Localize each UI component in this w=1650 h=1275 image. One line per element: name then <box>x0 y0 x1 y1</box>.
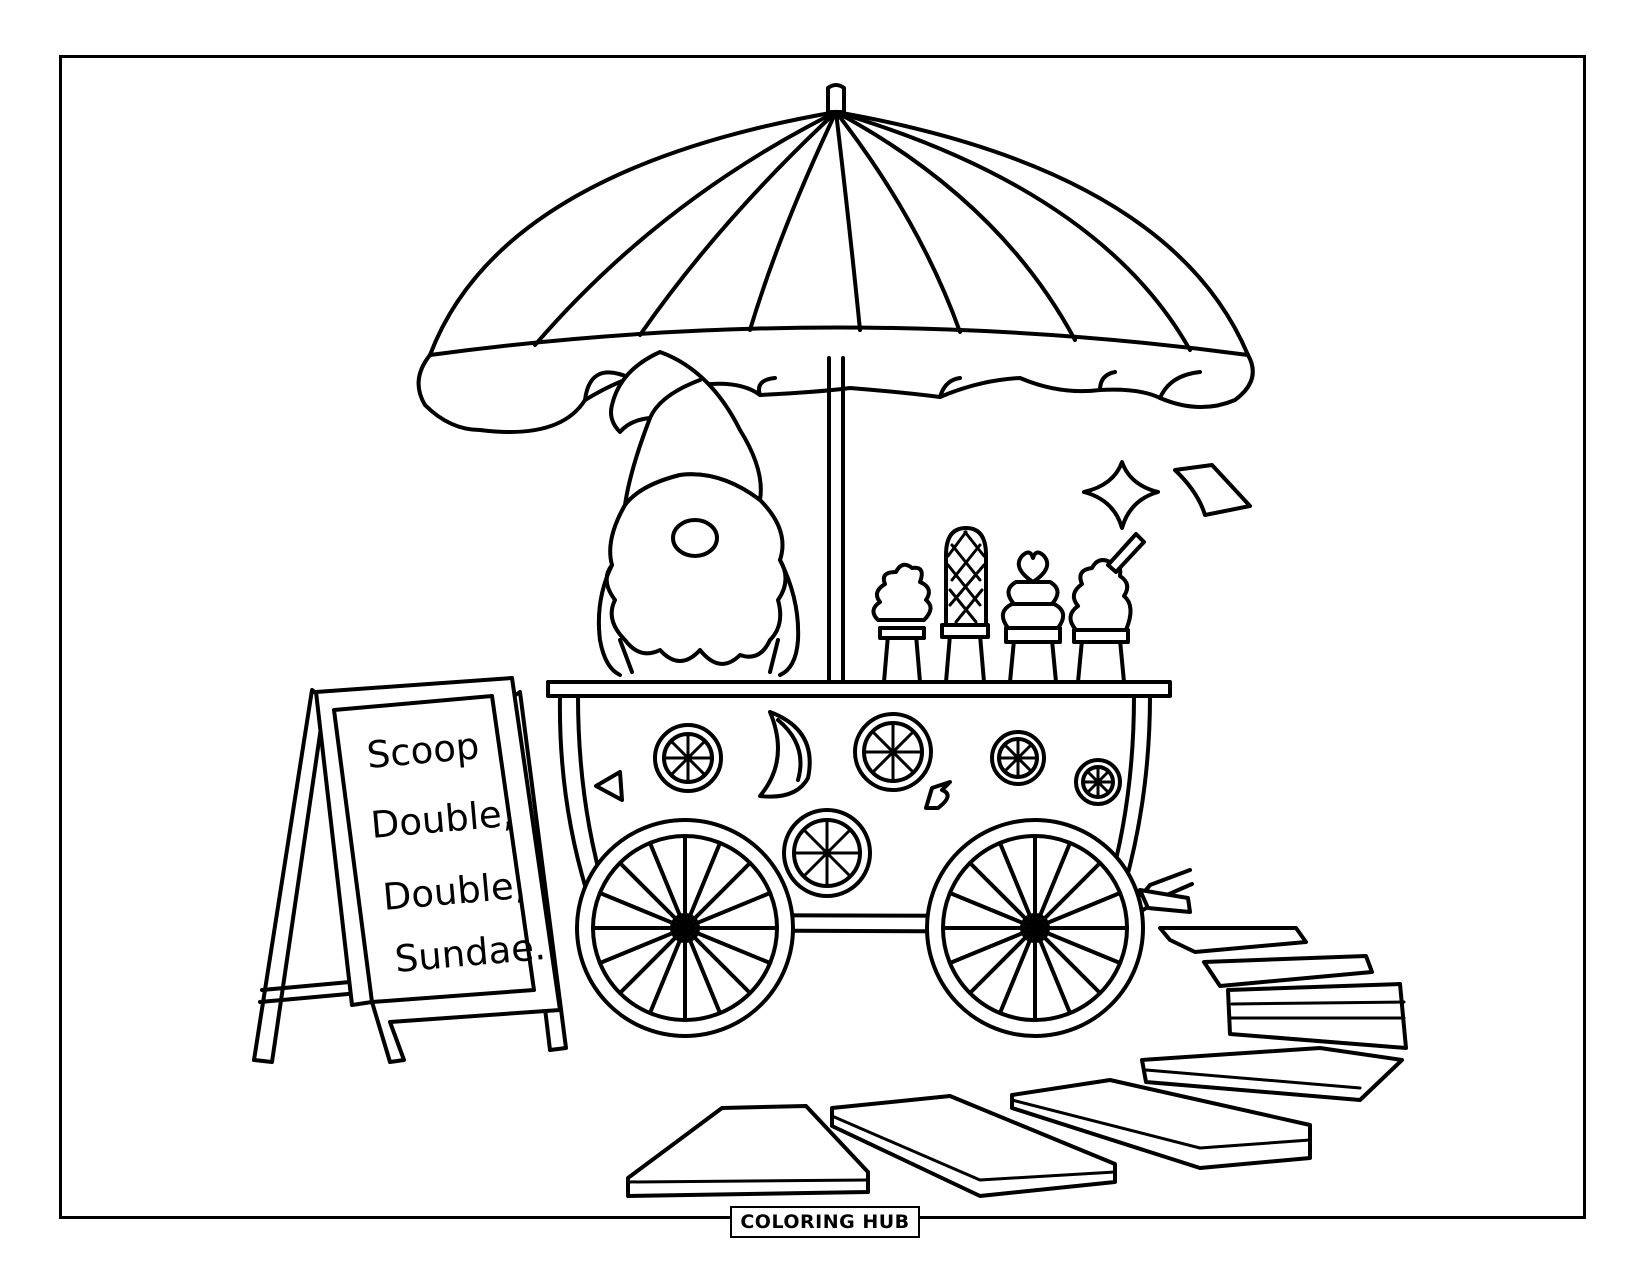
left-wheel <box>575 818 795 1038</box>
umbrella <box>416 83 1255 682</box>
stepping-stones <box>626 888 1408 1198</box>
brand-label: COLORING HUB <box>730 1206 920 1238</box>
citrus-slices <box>594 710 1122 898</box>
a-frame-sign: Scoop Double, Double, Sundae. <box>252 676 568 1064</box>
right-wheel <box>925 818 1145 1038</box>
cart <box>546 680 1194 934</box>
ice-creams <box>871 526 1146 684</box>
gnome <box>596 350 801 677</box>
sparkle-decorations <box>1082 460 1252 530</box>
sign-line-1: Scoop <box>365 724 481 777</box>
cart-wheels <box>575 818 1145 1038</box>
